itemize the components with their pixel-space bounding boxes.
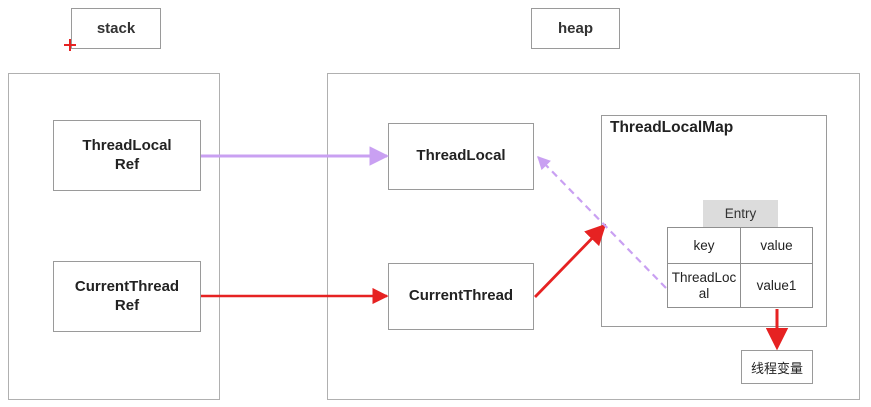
entry-header-label: Entry bbox=[724, 206, 757, 221]
entry-column-header-value: value bbox=[740, 227, 813, 264]
stack-region-container bbox=[8, 73, 220, 400]
entry-value-cell-label: value1 bbox=[756, 277, 797, 293]
entry-column-header-key-label: key bbox=[693, 237, 715, 253]
node-currentthread-ref[interactable]: CurrentThread Ref bbox=[53, 261, 201, 332]
node-threadlocal-label: ThreadLocal bbox=[416, 147, 506, 165]
thread-variable-label: 线程变量 bbox=[750, 360, 803, 376]
node-threadlocal-ref-label: ThreadLocal Ref bbox=[82, 136, 172, 173]
heap-label-box: heap bbox=[531, 8, 620, 49]
node-currentthread-label: CurrentThread bbox=[408, 287, 514, 305]
entry-key-cell[interactable]: ThreadLocal bbox=[667, 263, 741, 308]
entry-column-header-key: key bbox=[667, 227, 741, 264]
threadlocalmap-title: ThreadLocalMap bbox=[610, 119, 734, 136]
stack-label-text: stack bbox=[96, 20, 136, 37]
entry-header: Entry bbox=[703, 200, 778, 227]
stack-label-box: stack bbox=[71, 8, 161, 49]
entry-value-cell[interactable]: value1 bbox=[740, 263, 813, 308]
heap-region-container bbox=[327, 73, 860, 400]
node-threadlocal[interactable]: ThreadLocal bbox=[388, 123, 534, 190]
heap-label-text: heap bbox=[557, 20, 593, 37]
node-currentthread-ref-label: CurrentThread Ref bbox=[74, 277, 180, 314]
node-threadlocal-ref[interactable]: ThreadLocal Ref bbox=[53, 120, 201, 191]
thread-variable-box[interactable]: 线程变量 bbox=[741, 350, 813, 384]
node-currentthread[interactable]: CurrentThread bbox=[388, 263, 534, 330]
entry-key-cell-label: ThreadLocal bbox=[671, 269, 737, 301]
entry-column-header-value-label: value bbox=[760, 237, 793, 253]
